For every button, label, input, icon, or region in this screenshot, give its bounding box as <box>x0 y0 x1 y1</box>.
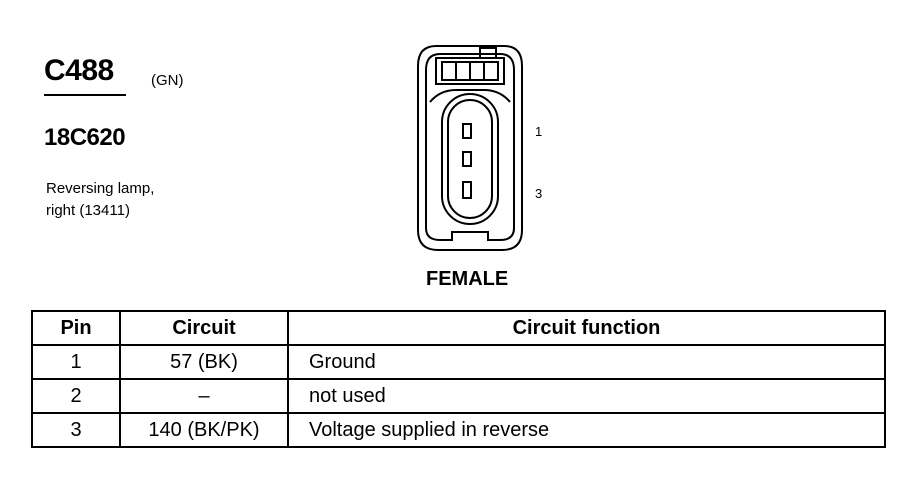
cell-circuit: 57 (BK) <box>119 344 289 380</box>
cell-function: not used <box>287 378 886 414</box>
cell-function: Voltage supplied in reverse <box>287 412 886 448</box>
connector-gender-label: FEMALE <box>426 268 509 290</box>
connector-outer-body <box>417 45 523 251</box>
pin-cavity-3 <box>462 181 472 199</box>
table-header-row: Pin Circuit Circuit function <box>31 310 886 346</box>
connector-latch <box>435 57 505 85</box>
pin-label-1: 1 <box>535 124 543 139</box>
component-description: Reversing lamp, right (13411) <box>46 180 155 219</box>
connector-id: C488 <box>44 54 114 87</box>
connector-inner-body <box>425 53 515 241</box>
header-pin: Pin <box>31 310 121 346</box>
part-number: 18C620 <box>44 124 126 151</box>
pin-table: Pin Circuit Circuit function 1 57 (BK) G… <box>31 310 886 448</box>
pin-label-3: 3 <box>535 186 543 201</box>
cell-function: Ground <box>287 344 886 380</box>
table-row: 3 140 (BK/PK) Voltage supplied in revers… <box>31 412 886 448</box>
table-row: 2 – not used <box>31 378 886 414</box>
cell-pin: 2 <box>31 378 121 414</box>
connector-id-underline <box>44 94 126 96</box>
cell-pin: 3 <box>31 412 121 448</box>
header-circuit: Circuit <box>119 310 289 346</box>
table-row: 1 57 (BK) Ground <box>31 344 886 380</box>
pin-cavity-2 <box>462 151 472 167</box>
pin-housing <box>441 93 499 225</box>
cell-circuit: – <box>119 378 289 414</box>
connector-face-diagram <box>417 45 523 251</box>
header-circuit-function: Circuit function <box>287 310 886 346</box>
pin-cavity-1 <box>462 123 472 139</box>
cell-circuit: 140 (BK/PK) <box>119 412 289 448</box>
cell-pin: 1 <box>31 344 121 380</box>
color-code: (GN) <box>151 72 184 89</box>
